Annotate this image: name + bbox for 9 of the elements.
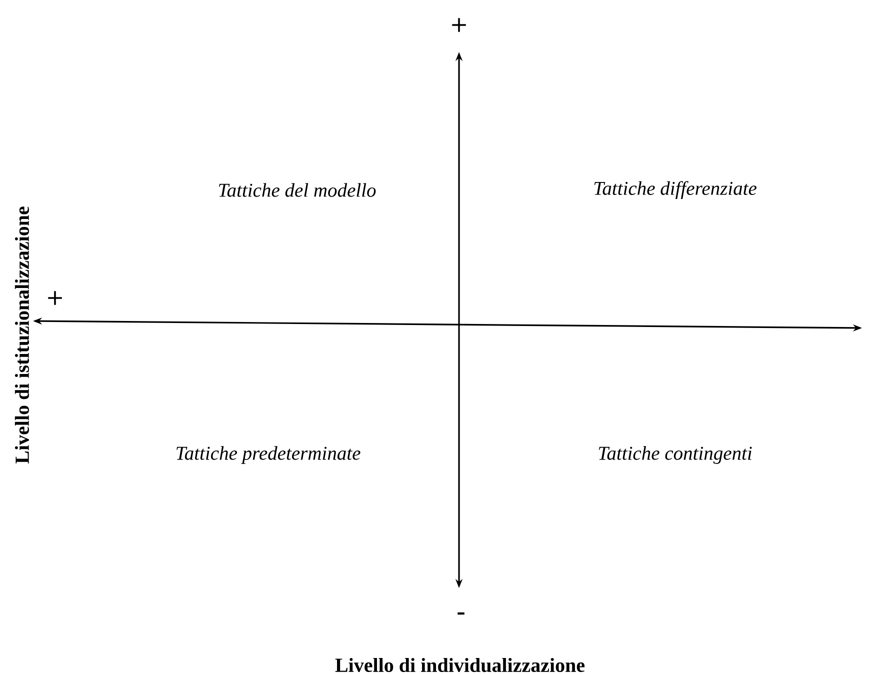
axis-title: Livello di individualizzazione	[335, 658, 585, 672]
axis-title: Livello di istituzionalizzazione	[14, 206, 30, 464]
quadrant-label: Tattiche predeterminate	[176, 446, 360, 464]
axis-sign: +	[452, 18, 466, 32]
quadrant-label: Tattiche del modello	[219, 183, 376, 197]
axis-sign: -	[458, 612, 464, 615]
quadrant-label: Tattiche contingenti	[598, 446, 752, 464]
quadrant-label: Tattiche differenziate	[594, 181, 756, 199]
axis-sign: +	[48, 291, 62, 305]
